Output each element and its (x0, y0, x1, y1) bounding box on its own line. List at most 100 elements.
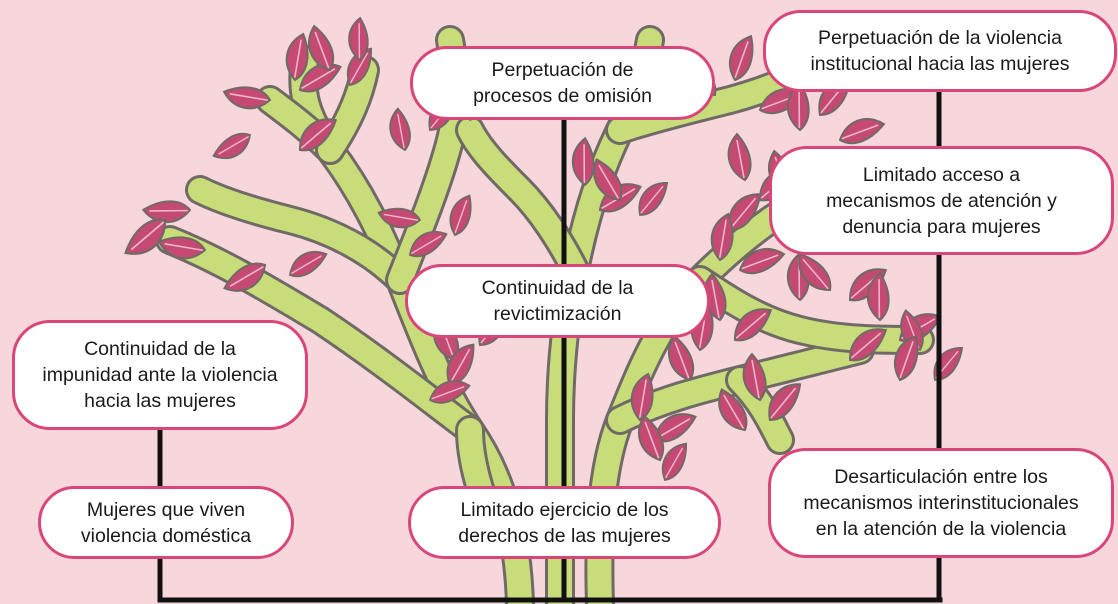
leaf-vein (598, 164, 620, 199)
leaf-vein (644, 421, 660, 459)
branch (688, 268, 932, 352)
leaf-blade (141, 200, 192, 224)
leaf (308, 24, 335, 72)
leaf-blade (222, 86, 272, 110)
leaf-blade (710, 212, 734, 262)
leaf (222, 86, 272, 110)
leaf (710, 212, 734, 262)
leaf (838, 118, 886, 145)
leaf-vein (583, 144, 586, 183)
leaf-vein (664, 447, 684, 479)
leaf-vein (802, 258, 829, 290)
node-continuidad-revictimizacion: Continuidad de la revictimización (405, 264, 710, 338)
leaf (738, 248, 786, 275)
leaf (729, 34, 754, 82)
node-limitado-ejercicio-derechos: Limitado ejercicio de los derechos de la… (408, 486, 721, 559)
leaf-vein (454, 199, 468, 234)
leaf (223, 262, 267, 292)
leaf-vein (899, 341, 914, 379)
leaf (449, 194, 472, 237)
leaf (728, 193, 762, 232)
leaf (377, 207, 422, 229)
leaf (894, 334, 919, 382)
leaf (288, 250, 328, 278)
leaf-vein (291, 255, 322, 275)
leaf-vein (358, 23, 361, 59)
leaf-vein (736, 139, 745, 179)
branch (188, 178, 412, 292)
leaf-vein (218, 135, 249, 155)
leaf-vein (293, 39, 302, 78)
leaf (593, 158, 623, 202)
leaf-vein (798, 89, 801, 128)
leaf-vein (841, 124, 879, 140)
leaf (157, 236, 207, 260)
leaf-vein (711, 279, 720, 319)
leaf (630, 372, 654, 422)
leaf (408, 230, 448, 258)
leaf-vein (300, 122, 332, 149)
leaf-vein (314, 31, 330, 69)
leaf (718, 388, 748, 432)
leaf-vein (164, 243, 203, 252)
leaf (571, 136, 595, 187)
leaf (866, 271, 890, 322)
leaf-blade (285, 32, 309, 82)
node-mujeres-violencia-domestica: Mujeres que viven violencia doméstica (38, 486, 294, 559)
leaf-blade (377, 207, 422, 229)
leaf (446, 343, 475, 387)
leaf (298, 118, 338, 152)
leaf-vein (741, 254, 779, 270)
leaf-blade (571, 136, 595, 187)
node-perpetuacion-omision: Perpetuación de procesos de omisión (410, 46, 715, 120)
leaf-vein (229, 265, 264, 287)
leaf (638, 181, 669, 216)
leaf-vein (411, 235, 442, 255)
leaf-vein (850, 332, 882, 359)
leaf-vein (301, 68, 336, 90)
leaf (786, 81, 810, 132)
leaf (727, 132, 752, 182)
leaf (733, 308, 773, 342)
leaf-vein (431, 385, 465, 400)
node-limitado-acceso: Limitado acceso a mecanismos de atención… (769, 146, 1114, 255)
leaf-vein (638, 379, 647, 418)
leaf (124, 218, 167, 255)
leaf-vein (735, 312, 767, 339)
leaf-blade (630, 372, 654, 422)
leaf-blade (866, 271, 890, 322)
node-desarticulacion-mecanismos: Desarticulación entre los mecanismos int… (768, 448, 1114, 558)
leaf-vein (383, 213, 419, 221)
leaf (653, 413, 697, 443)
leaf-vein (656, 418, 691, 440)
node-perpetuacion-violencia-institucional: Perpetuación de la violencia institucion… (763, 10, 1117, 92)
leaf (638, 414, 665, 462)
leaf (141, 200, 192, 224)
leaf-vein (878, 279, 881, 318)
leaf (212, 132, 252, 160)
leaf (389, 107, 411, 152)
leaf (661, 442, 687, 482)
leaf (346, 47, 372, 87)
leaf-vein (149, 209, 188, 212)
leaf-blade (348, 16, 369, 62)
leaf-vein (770, 387, 797, 419)
leaf-vein (730, 197, 757, 229)
leaf (285, 32, 309, 82)
leaf-vein (734, 41, 749, 79)
branch (458, 118, 587, 282)
leaf-vein (640, 185, 664, 214)
leaf-vein (751, 359, 760, 399)
leaf-vein (723, 394, 745, 429)
leaf-blade (157, 236, 207, 260)
leaf-vein (397, 113, 405, 149)
leaf (848, 328, 888, 362)
node-continuidad-impunidad: Continuidad de la impunidad ante la viol… (12, 320, 308, 430)
leaf (768, 383, 802, 422)
leaf-vein (229, 93, 268, 102)
leaf (742, 352, 767, 402)
leaf (348, 16, 369, 62)
leaf-vein (130, 221, 165, 251)
